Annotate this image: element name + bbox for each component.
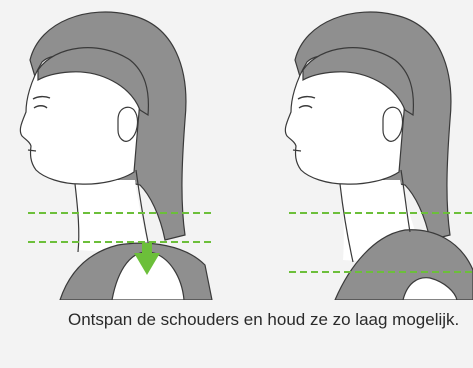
left-head-figure — [20, 12, 212, 300]
illustration — [0, 0, 473, 300]
right-head-figure — [285, 12, 473, 300]
instruction-caption: Ontspan de schouders en houd ze zo laag … — [68, 308, 473, 331]
